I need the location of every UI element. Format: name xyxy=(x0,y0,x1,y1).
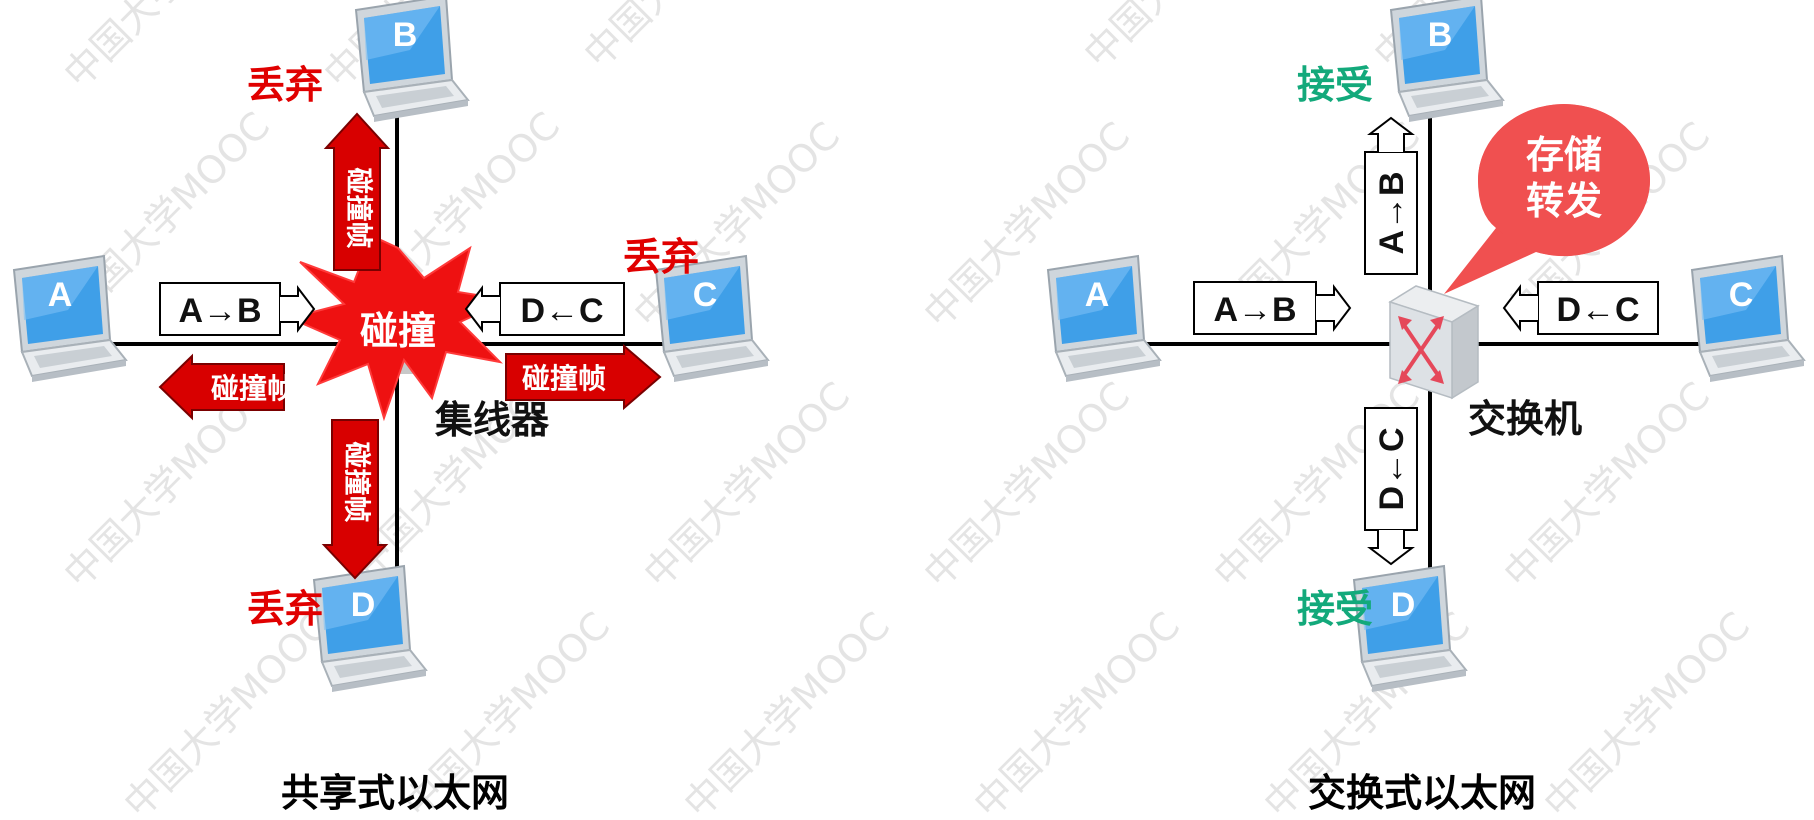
laptop-c-icon: C xyxy=(1691,255,1805,383)
host-d-label: D xyxy=(1391,586,1416,624)
frame-ab-label: A→B xyxy=(1213,291,1296,329)
discard-label-b: 丢弃 xyxy=(247,63,323,107)
collision-frame-right-label: 碰撞帧 xyxy=(522,362,606,395)
watermark: 中国大学MOOC xyxy=(55,0,278,96)
watermark: 中国大学MOOC xyxy=(635,374,858,597)
collision-frame-up-arrow: 碰撞帧 xyxy=(323,112,391,271)
collision-frame-right-arrow: 碰撞帧 xyxy=(505,343,662,411)
collision-frame-left-arrow: 碰撞帧 xyxy=(158,353,295,421)
frame-dc-arrow: D←C xyxy=(464,282,625,336)
laptop-a-icon: A xyxy=(1047,255,1161,383)
store-forward-bubble: 存储 转发 xyxy=(1444,104,1650,294)
host-a-label: A xyxy=(48,276,73,314)
frame-ab-vertical-arrow: A→B xyxy=(1364,116,1418,275)
switched-ethernet-title: 交换式以太网 xyxy=(1308,771,1536,815)
laptop-d-icon: D xyxy=(1353,565,1467,693)
discard-label-c: 丢弃 xyxy=(623,235,699,279)
watermark: 中国大学MOOC xyxy=(915,374,1138,597)
frame-ab-arrow: A→B xyxy=(1193,281,1352,335)
frame-dc-arrow: D←C xyxy=(1502,281,1659,335)
host-c-label: C xyxy=(693,276,718,314)
collision-frame-down-arrow: 碰撞帧 xyxy=(321,419,389,580)
watermark: 中国大学MOOC xyxy=(1075,0,1298,76)
laptop-b-icon: B xyxy=(355,0,469,123)
laptop-a-icon: A xyxy=(13,255,127,383)
host-b-label: B xyxy=(1428,16,1453,54)
hub-label: 集线器 xyxy=(434,400,550,442)
collision-frame-down-label: 碰撞帧 xyxy=(341,442,373,523)
host-b-label: B xyxy=(393,16,418,54)
discard-label-d: 丢弃 xyxy=(247,587,323,631)
host-c-label: C xyxy=(1729,276,1754,314)
watermark: 中国大学MOOC xyxy=(675,604,898,820)
shared-ethernet-title: 共享式以太网 xyxy=(281,771,509,815)
bubble-line2: 转发 xyxy=(1526,179,1602,223)
collision-burst-icon xyxy=(286,234,512,422)
laptop-b-icon: B xyxy=(1390,0,1504,123)
watermark: 中国大学MOOC xyxy=(965,604,1188,820)
frame-dc-vertical-arrow: D←C xyxy=(1364,407,1418,566)
switch-icon xyxy=(1388,285,1480,400)
frame-dc-label: D←C xyxy=(520,292,603,330)
collision-frame-up-label: 碰撞帧 xyxy=(343,168,375,249)
host-d-label: D xyxy=(351,586,376,624)
laptop-d-icon: D xyxy=(313,565,427,693)
accept-label-d: 接受 xyxy=(1297,587,1373,631)
accept-label-b: 接受 xyxy=(1297,63,1373,107)
collision-frame-left-label: 碰撞帧 xyxy=(211,372,295,405)
laptop-c-icon: C xyxy=(655,255,769,383)
collision-label: 碰撞 xyxy=(360,309,436,353)
switch-label: 交换机 xyxy=(1468,398,1582,441)
frame-ab-label: A→B xyxy=(178,292,261,330)
frame-ab-vertical-label: A→B xyxy=(1373,171,1411,254)
watermark: 中国大学MOOC xyxy=(1535,604,1758,820)
frame-dc-vertical-label: D←C xyxy=(1373,427,1411,510)
bubble-line1: 存储 xyxy=(1526,133,1602,177)
shared-ethernet-diagram: A B C D 碰撞 丢弃 丢弃 丢弃 A→B xyxy=(13,0,769,815)
frame-ab-arrow: A→B xyxy=(159,282,316,336)
watermark: 中国大学MOOC xyxy=(575,0,798,76)
switched-ethernet-diagram: A B C D xyxy=(1047,0,1805,815)
frame-dc-label: D←C xyxy=(1556,291,1639,329)
host-a-label: A xyxy=(1085,276,1110,314)
